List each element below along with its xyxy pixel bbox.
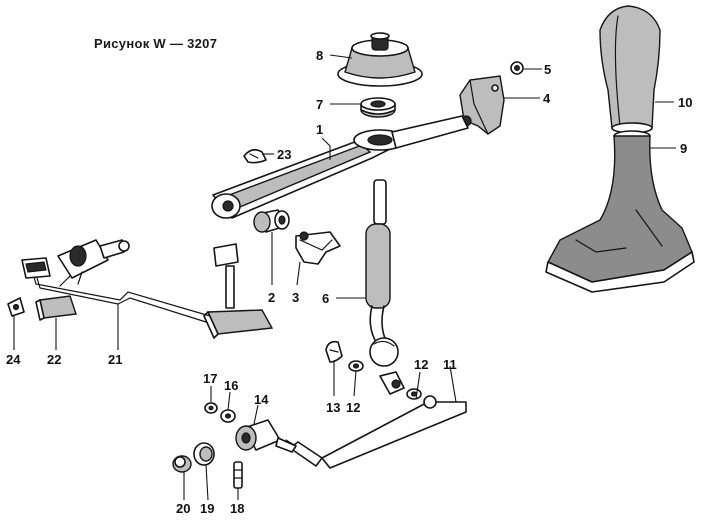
callout-12-left: 12 — [346, 400, 360, 415]
callout-labels: 8 5 4 7 1 23 10 9 2 3 6 24 22 21 13 12 1… — [6, 48, 692, 516]
part-8-rubber-grommet — [337, 32, 423, 87]
part-22-connector — [35, 295, 77, 321]
part-23-clip — [243, 148, 267, 164]
gear-switch-assembly — [203, 243, 274, 339]
callout-12-right: 12 — [414, 357, 428, 372]
part-10-shift-knob — [599, 5, 661, 134]
callout-18: 18 — [230, 501, 244, 516]
leader-lines — [13, 54, 676, 501]
part-1-lever-carrier — [211, 115, 469, 219]
part-18-pin — [233, 461, 243, 489]
callout-19: 19 — [200, 501, 214, 516]
callout-20: 20 — [176, 501, 190, 516]
part-5-nut — [510, 61, 524, 75]
part-20-cap — [172, 455, 192, 473]
callout-14: 14 — [254, 392, 269, 407]
part-13-spring-clip — [325, 340, 343, 363]
callout-21: 21 — [108, 352, 122, 367]
part-9-shift-boot — [545, 130, 695, 293]
part-24-clip — [7, 297, 25, 317]
callout-23: 23 — [277, 147, 291, 162]
callout-22: 22 — [47, 352, 61, 367]
callout-1: 1 — [316, 122, 323, 137]
callout-11: 11 — [443, 357, 457, 372]
part-3-retainer — [295, 231, 341, 265]
part-16-sleeve — [220, 409, 236, 423]
part-17-washer — [204, 402, 218, 414]
callout-3: 3 — [292, 290, 299, 305]
callout-10: 10 — [678, 95, 692, 110]
selector-block — [379, 371, 405, 395]
part-19-bushing — [193, 442, 215, 466]
part-14-joint-housing — [235, 419, 297, 453]
callout-17: 17 — [203, 371, 217, 386]
part-12-washer-left — [348, 360, 364, 372]
reverse-light-switch — [57, 239, 130, 287]
callout-4: 4 — [543, 91, 551, 106]
callout-9: 9 — [680, 141, 687, 156]
callout-24: 24 — [6, 352, 21, 367]
figure-caption: Рисунок W — 3207 — [94, 36, 218, 51]
part-21-switch-cable — [21, 257, 211, 323]
callout-8: 8 — [316, 48, 323, 63]
callout-7: 7 — [316, 97, 323, 112]
callout-13: 13 — [326, 400, 340, 415]
part-2-bushing — [253, 209, 290, 233]
callout-16: 16 — [224, 378, 238, 393]
callout-2: 2 — [268, 290, 275, 305]
part-6-gear-lever — [365, 179, 399, 367]
part-12-washer-right — [406, 388, 422, 400]
callout-6: 6 — [322, 291, 329, 306]
part-11-shift-rod — [285, 395, 467, 469]
callout-5: 5 — [544, 62, 551, 77]
part-7-bushing — [360, 97, 396, 118]
